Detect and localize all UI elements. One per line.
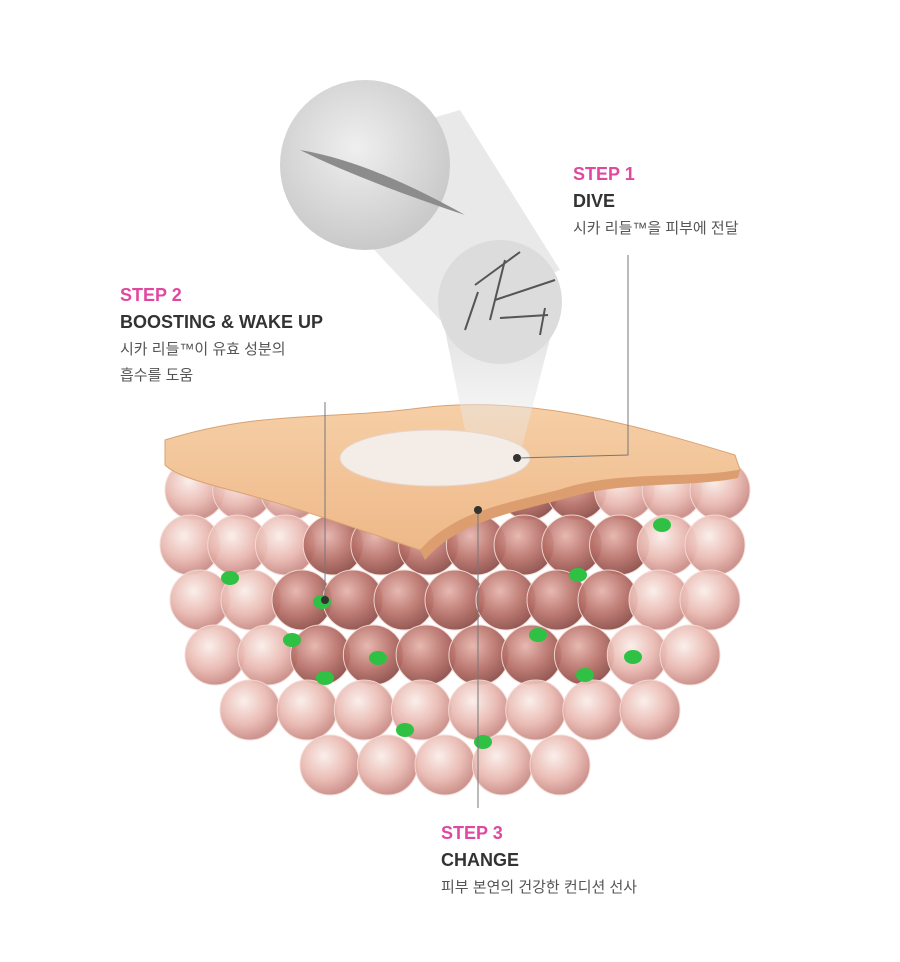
skin-cell xyxy=(395,624,457,686)
step-2-title: BOOSTING & WAKE UP xyxy=(120,312,324,332)
skin-cell xyxy=(529,734,591,796)
active-ingredient-dot xyxy=(283,633,301,647)
active-ingredient-dot xyxy=(474,735,492,749)
step-2-desc-line2: 흡수를 도움 xyxy=(120,367,194,384)
step-3-title: CHANGE xyxy=(441,850,520,870)
step2-marker xyxy=(321,596,329,604)
skin-cell xyxy=(219,679,281,741)
active-ingredient-dot xyxy=(529,628,547,642)
step1-marker xyxy=(513,454,521,462)
skin-cell xyxy=(684,514,746,576)
leader-lines xyxy=(324,255,629,808)
step-2-label: STEP 2 xyxy=(120,285,182,305)
skin-cell xyxy=(448,624,510,686)
skin-cell xyxy=(679,569,741,631)
active-ingredient-dot xyxy=(396,723,414,737)
active-ingredient-dot xyxy=(624,650,642,664)
active-ingredient-dot xyxy=(221,571,239,585)
application-spot xyxy=(339,429,531,487)
step-2-desc-line1: 시카 리들™이 유효 성분의 xyxy=(120,341,286,358)
step-1-label: STEP 1 xyxy=(573,164,635,184)
skin-cell xyxy=(562,679,624,741)
skin-cell xyxy=(505,679,567,741)
step3-marker xyxy=(474,506,482,514)
active-ingredient-dot xyxy=(316,671,334,685)
step-1-block: STEP 1 DIVE 시카 리들™을 피부에 전달 xyxy=(573,162,739,242)
skin-cell xyxy=(619,679,681,741)
skin-cell xyxy=(414,734,476,796)
step-1-desc: 시카 리들™을 피부에 전달 xyxy=(573,220,739,237)
step-3-desc: 피부 본연의 건강한 컨디션 선사 xyxy=(441,879,638,896)
step-3-block: STEP 3 CHANGE 피부 본연의 건강한 컨디션 선사 xyxy=(441,821,637,901)
skin-cell xyxy=(276,679,338,741)
skin-cell xyxy=(299,734,361,796)
skin-cell xyxy=(448,679,510,741)
active-ingredient-dot xyxy=(576,668,594,682)
skin-cell xyxy=(659,624,721,686)
active-ingredient-dot xyxy=(369,651,387,665)
skin-cell xyxy=(357,734,418,796)
needle-magnified-lens xyxy=(280,80,450,250)
active-ingredient-dot xyxy=(569,568,587,582)
active-ingredient-dot xyxy=(653,518,671,532)
step-2-block: STEP 2 BOOSTING & WAKE UP 시카 리들™이 유효 성분의… xyxy=(120,283,323,389)
skin-cell xyxy=(184,624,246,686)
needles-magnified-lens xyxy=(438,240,562,364)
step-3-label: STEP 3 xyxy=(441,823,503,843)
step-1-title: DIVE xyxy=(573,191,616,211)
skin-cell xyxy=(333,679,395,741)
